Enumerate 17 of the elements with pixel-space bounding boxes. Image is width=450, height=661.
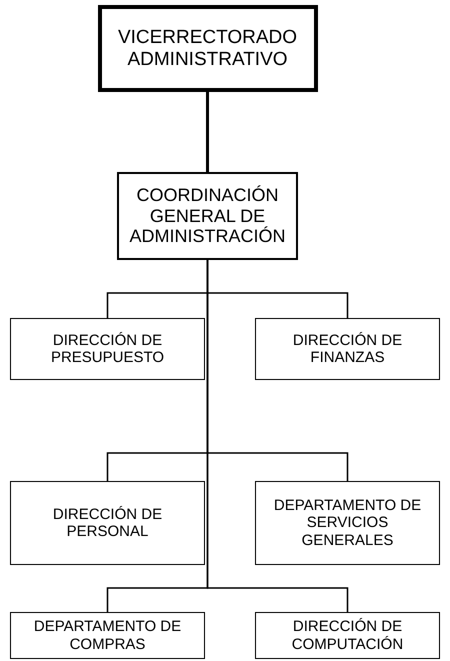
box-title: DIRECCIÓN DE PRESUPUESTO bbox=[50, 332, 166, 366]
org-box bbox=[117, 172, 298, 260]
org-box bbox=[10, 481, 205, 565]
box-title: DIRECCIÓN DE COMPUTACIÓN bbox=[290, 618, 404, 653]
box-title: DIRECCIÓN DE PERSONAL bbox=[52, 506, 164, 540]
connector-line bbox=[206, 92, 209, 172]
box-title: COORDINACIÓN GENERAL DE ADMINISTRACIÓN bbox=[128, 184, 286, 248]
org-box bbox=[10, 612, 205, 659]
org-box bbox=[255, 318, 440, 380]
org-box bbox=[10, 318, 205, 380]
box-title: DEPARTAMENTO DE COMPRAS bbox=[32, 618, 182, 653]
org-box bbox=[255, 481, 440, 565]
box-title: DIRECCIÓN DE FINANZAS bbox=[292, 332, 404, 366]
org-box bbox=[98, 5, 318, 92]
box-title: VICERRECTORADO ADMINISTRATIVO bbox=[116, 26, 298, 70]
box-title: DEPARTAMENTO DE SERVICIOS GENERALES bbox=[272, 497, 422, 549]
org-box bbox=[255, 612, 440, 659]
